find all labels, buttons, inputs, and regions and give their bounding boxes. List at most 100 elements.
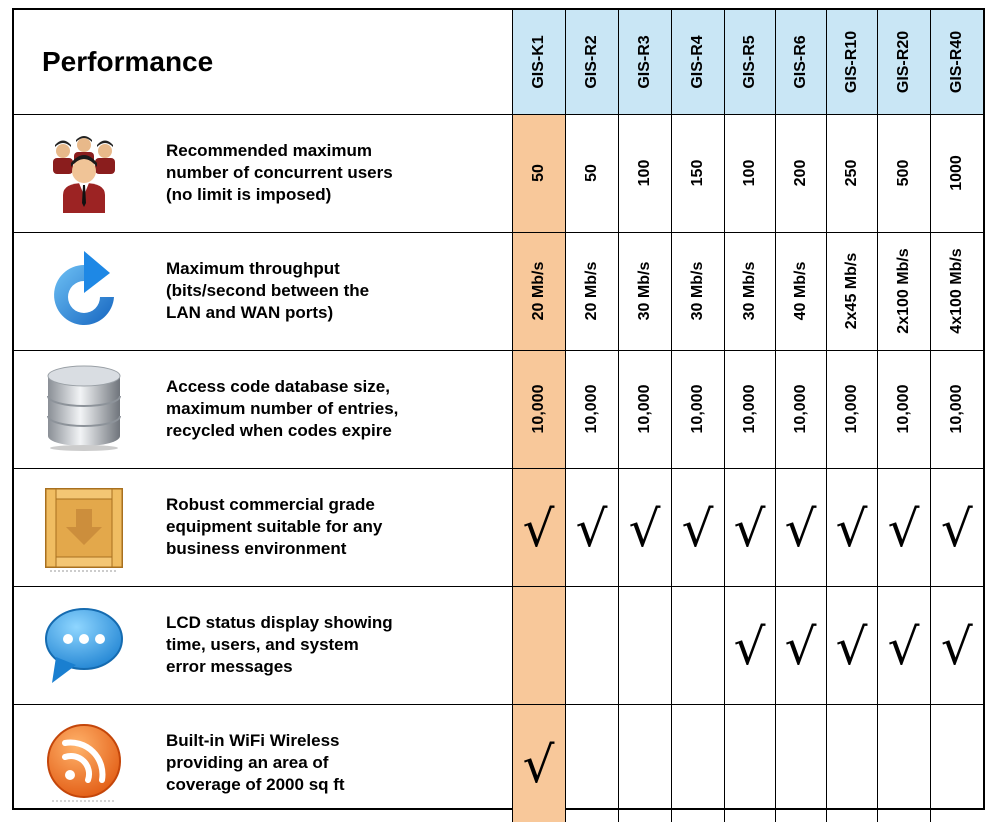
table-row: Maximum throughput (bits/second between …: [14, 231, 983, 351]
chat-bubble-icon: [45, 608, 123, 683]
row-icon-cell: [14, 113, 154, 233]
description-line: (bits/second between the: [166, 281, 370, 300]
table-row: Access code database size, maximum numbe…: [14, 349, 983, 469]
value-text: 2x100 Mb/s: [894, 248, 912, 334]
value-cell: 10,000: [774, 349, 827, 469]
check-cell: √: [825, 585, 878, 705]
value-cell: 200: [774, 113, 827, 233]
check-cell: [670, 703, 725, 822]
table-row: LCD status display showing time, users, …: [14, 585, 983, 705]
value-cell: 2x45 Mb/s: [825, 231, 878, 351]
value-text: 4x100 Mb/s: [947, 248, 965, 334]
check-cell: √: [929, 467, 983, 587]
row-description: Access code database size, maximum numbe…: [154, 349, 513, 469]
row-description: LCD status display showing time, users, …: [154, 585, 513, 705]
model-label: GIS-R3: [635, 35, 653, 89]
table-title: Performance: [14, 10, 512, 115]
value-text: 2x45 Mb/s: [842, 252, 860, 330]
check-mark: √: [522, 500, 555, 558]
model-header-gis-r2: GIS-R2: [564, 10, 619, 115]
crate-icon: [45, 488, 123, 572]
row-icon-cell: [14, 349, 154, 469]
description-line: Recommended maximum: [166, 141, 372, 160]
check-cell: √: [929, 585, 983, 705]
value-cell: 150: [670, 113, 725, 233]
check-mark: √: [628, 500, 661, 558]
description-line: maximum number of entries,: [166, 399, 399, 418]
check-cell: √: [511, 703, 566, 822]
check-cell: √: [564, 467, 619, 587]
description-line: (no limit is imposed): [166, 185, 332, 204]
value-cell: 40 Mb/s: [774, 231, 827, 351]
users-icon: [53, 136, 115, 213]
check-cell: [670, 585, 725, 705]
description-line: recycled when codes expire: [166, 421, 392, 440]
check-cell: √: [723, 585, 776, 705]
value-cell: 4x100 Mb/s: [929, 231, 983, 351]
check-cell: [617, 703, 672, 822]
value-cell: 10,000: [617, 349, 672, 469]
description-line: Maximum throughput: [166, 259, 340, 278]
check-mark: √: [887, 618, 920, 676]
model-header-gis-r6: GIS-R6: [774, 10, 827, 115]
description-line: coverage of 2000 sq ft: [166, 775, 345, 795]
value-cell: 100: [723, 113, 776, 233]
check-mark: √: [835, 618, 868, 676]
description-line: business environment: [166, 539, 347, 558]
check-cell: [564, 703, 619, 822]
refresh-arrow-icon: [54, 251, 114, 325]
check-mark: √: [784, 500, 817, 558]
value-text: 30 Mb/s: [635, 261, 653, 321]
description-line: time, users, and system: [166, 635, 359, 654]
row-description: Robust commercial grade equipment suitab…: [154, 467, 513, 587]
model-label: GIS-K1: [529, 35, 547, 89]
value-text: 250: [842, 159, 860, 187]
value-text: 10,000: [894, 384, 912, 434]
value-cell: 20 Mb/s: [511, 231, 566, 351]
model-header-gis-r4: GIS-R4: [670, 10, 725, 115]
check-mark: √: [522, 736, 555, 795]
check-cell: [723, 703, 776, 822]
check-mark: √: [575, 500, 608, 558]
table-row: Robust commercial grade equipment suitab…: [14, 467, 983, 587]
value-text: 150: [688, 159, 706, 187]
check-mark: √: [887, 500, 920, 558]
check-mark: √: [681, 500, 714, 558]
row-description: Built-in WiFi Wireless providing an area…: [154, 703, 513, 822]
value-text: 10,000: [791, 384, 809, 434]
value-cell: 10,000: [723, 349, 776, 469]
value-text: 1000: [947, 155, 965, 191]
value-text: 50: [529, 164, 547, 182]
value-text: 20 Mb/s: [582, 261, 600, 321]
check-mark: √: [784, 618, 817, 676]
check-cell: [617, 585, 672, 705]
description-line: Robust commercial grade: [166, 495, 375, 514]
value-cell: 10,000: [511, 349, 566, 469]
check-cell: √: [876, 467, 931, 587]
value-cell: 50: [511, 113, 566, 233]
database-icon: [47, 365, 121, 451]
model-label: GIS-R20: [894, 30, 912, 93]
value-cell: 10,000: [876, 349, 931, 469]
value-cell: 2x100 Mb/s: [876, 231, 931, 351]
model-header-gis-r10: GIS-R10: [825, 10, 878, 115]
model-label: GIS-R4: [688, 35, 706, 89]
value-text: 10,000: [842, 384, 860, 434]
model-header-gis-k1: GIS-K1: [511, 10, 566, 115]
value-text: 30 Mb/s: [688, 261, 706, 321]
value-text: 10,000: [582, 384, 600, 434]
value-text: 10,000: [947, 384, 965, 434]
check-cell: √: [774, 585, 827, 705]
value-cell: 10,000: [825, 349, 878, 469]
value-cell: 20 Mb/s: [564, 231, 619, 351]
check-mark: √: [940, 618, 973, 676]
value-cell: 250: [825, 113, 878, 233]
check-cell: √: [825, 467, 878, 587]
value-cell: 50: [564, 113, 619, 233]
value-cell: 500: [876, 113, 931, 233]
model-header-gis-r3: GIS-R3: [617, 10, 672, 115]
value-cell: 10,000: [670, 349, 725, 469]
check-mark: √: [940, 500, 973, 558]
description-line: LAN and WAN ports): [166, 303, 334, 322]
value-text: 10,000: [740, 384, 758, 434]
